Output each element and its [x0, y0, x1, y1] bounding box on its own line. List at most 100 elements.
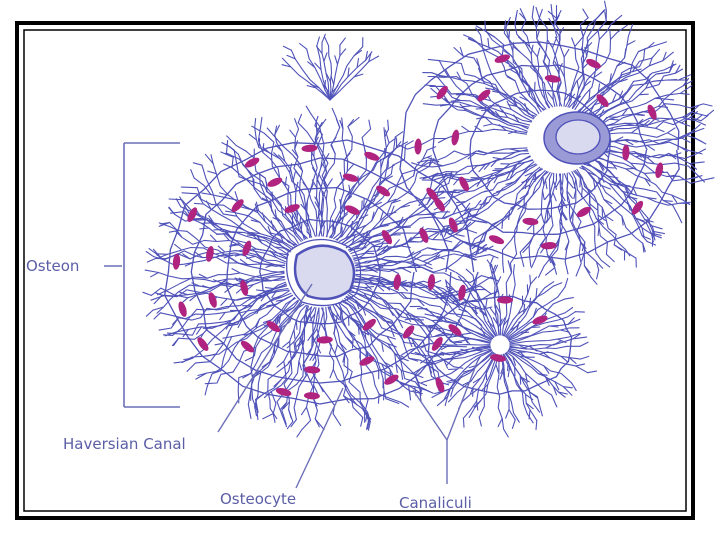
canaliculus-lower-twig — [466, 269, 473, 275]
canaliculus-twig — [384, 128, 385, 137]
canaliculus-twig — [424, 265, 432, 269]
canaliculus-twig — [255, 119, 256, 128]
canaliculus-upper-twig — [484, 124, 493, 126]
canaliculus-lower-twig — [508, 368, 509, 377]
canaliculus-twig — [223, 337, 232, 339]
canaliculus-lower-twig — [526, 394, 533, 399]
canaliculus — [324, 117, 340, 237]
canaliculus-twig — [143, 292, 151, 295]
osteocyte-cell — [266, 176, 284, 189]
canaliculus-twig — [146, 310, 153, 316]
canaliculus-stray-twig — [317, 46, 323, 53]
canaliculi-network — [143, 1, 714, 437]
canaliculus-twig — [332, 108, 336, 116]
canaliculus-upper-twig — [598, 31, 599, 40]
canaliculus-twig — [221, 299, 227, 306]
canaliculus-twig — [222, 143, 230, 147]
canaliculus-lower-twig — [477, 401, 478, 410]
canaliculus-upper-twig — [647, 242, 655, 246]
canaliculus-twig — [395, 132, 402, 137]
canaliculus-twig — [294, 329, 295, 338]
canaliculus-stray-twig — [283, 46, 291, 50]
canaliculus-lower-twig — [504, 429, 509, 437]
canaliculus-upper-twig — [548, 93, 554, 100]
canaliculus-twig — [290, 130, 296, 137]
canaliculus-lower-twig — [456, 273, 463, 278]
canaliculus-upper-twig — [597, 270, 599, 279]
canaliculus-twig — [427, 147, 435, 150]
canaliculus-twig — [403, 269, 411, 273]
canaliculus-twig — [147, 259, 155, 263]
canaliculus-upper-twig — [678, 215, 682, 223]
canaliculus-twig — [425, 390, 433, 393]
canaliculus-twig — [314, 385, 318, 393]
canaliculus-lower-twig — [498, 419, 502, 427]
canaliculus-upper-twig — [665, 99, 674, 100]
canaliculus-upper-twig — [557, 11, 561, 19]
canaliculus-upper-twig — [462, 126, 469, 131]
canaliculus-twig — [159, 254, 167, 257]
canaliculus-lower — [505, 354, 539, 413]
canaliculus-upper-twig — [705, 178, 714, 180]
canaliculus-upper-twig — [439, 138, 447, 142]
canaliculus-twig — [306, 106, 311, 114]
osteocyte-label: Osteocyte — [220, 492, 296, 507]
canaliculus-twig — [362, 201, 363, 210]
canaliculus-twig — [447, 268, 455, 272]
canaliculus-twig — [277, 361, 284, 367]
canaliculus-twig — [405, 141, 413, 146]
canaliculus-twig — [151, 273, 159, 277]
osteocyte-cell — [414, 138, 422, 154]
canaliculus-upper-twig — [539, 9, 542, 18]
osteocyte-cell — [457, 284, 467, 301]
canaliculus-twig — [401, 370, 402, 379]
canaliculus-lower-twig — [576, 364, 585, 366]
canaliculus-upper-twig — [605, 1, 607, 10]
osteocyte-cell — [522, 217, 539, 226]
canaliculus-lower-twig — [553, 283, 561, 286]
canaliculus-twig — [475, 201, 481, 208]
canaliculus-lower-twig — [463, 418, 464, 427]
canaliculus-upper-twig — [439, 76, 448, 77]
canaliculus — [227, 136, 303, 241]
canaliculus-upper-twig — [523, 246, 529, 253]
canaliculus-twig — [232, 269, 240, 273]
canaliculus-twig — [164, 335, 173, 336]
canaliculus-upper-twig — [639, 94, 648, 95]
canaliculus-upper-twig — [703, 104, 712, 106]
canaliculus-twig — [146, 252, 153, 257]
osteocyte-cell — [177, 300, 189, 317]
haversian-canal-label: Haversian Canal — [63, 437, 186, 452]
canaliculus-upper-twig — [485, 21, 486, 30]
canaliculus-stray — [291, 50, 330, 100]
canaliculus-twig — [297, 430, 302, 437]
canaliculus-twig — [455, 234, 464, 236]
canaliculus-twig — [340, 172, 342, 181]
canaliculus-upper-twig — [541, 214, 544, 223]
canaliculus-twig — [347, 165, 353, 172]
canaliculus-lower-twig — [565, 279, 568, 288]
canaliculus-upper-twig — [701, 115, 708, 120]
canaliculus-lower-twig — [486, 299, 487, 308]
canaliculus-twig — [208, 171, 217, 174]
canaliculus-upper-twig — [428, 59, 437, 60]
haversian-canal-upper — [544, 112, 610, 164]
canaliculus-stray-twig — [324, 53, 327, 62]
canaliculus-upper-twig — [656, 128, 664, 131]
canaliculus-upper — [569, 173, 581, 276]
canaliculus-upper-twig — [589, 90, 590, 99]
osteocyte-cell — [497, 296, 513, 303]
canaliculus-lower-twig — [536, 289, 537, 298]
canaliculus-stray-twig — [331, 76, 334, 85]
canaliculus-lower — [479, 355, 497, 418]
canaliculus-upper-twig — [568, 181, 574, 188]
canaliculus-twig — [300, 216, 301, 225]
canaliculus-lower-twig — [512, 420, 515, 429]
canaliculus-lower-twig — [530, 275, 531, 284]
canaliculus-lower-twig — [580, 356, 589, 359]
canaliculus-lower-twig — [490, 308, 495, 315]
canaliculus-upper-twig — [493, 158, 502, 159]
canaliculus-twig — [401, 402, 409, 407]
